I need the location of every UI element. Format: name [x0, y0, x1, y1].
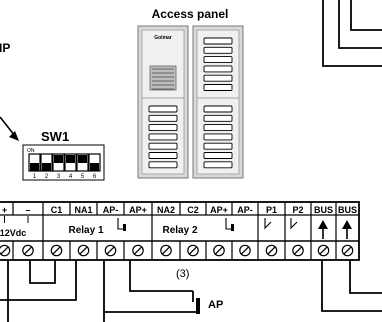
- wire-bus-bottom-a: [321, 260, 382, 312]
- panel-call-button: [203, 114, 233, 122]
- wire-loop-strap: [29, 260, 56, 284]
- terminal-label: +: [2, 205, 7, 215]
- terminal-label: BUS: [338, 205, 357, 215]
- dip-switch-lever: [78, 155, 87, 163]
- relay1-contact: [117, 218, 124, 230]
- terminal-label: AP-: [103, 205, 119, 215]
- panel-call-button: [148, 124, 178, 132]
- note-3-label: (3): [176, 268, 189, 280]
- relay1-contact-plate: [123, 224, 126, 231]
- panel-call-button: [203, 74, 233, 82]
- power-unit-label: 12Vdc: [0, 228, 26, 238]
- terminal-label: P1: [266, 205, 277, 215]
- wire-ap-plus: [129, 260, 193, 292]
- terminal-label: BUS: [314, 205, 333, 215]
- panel-call-button: [203, 84, 233, 91]
- dip-switch-lever: [30, 163, 39, 171]
- panel-call-button: [203, 142, 233, 150]
- panel-call-button: [148, 152, 178, 159]
- terminal-label: AP+: [129, 205, 147, 215]
- panel-speaker-grille: [149, 65, 177, 91]
- terminal-screw-slot: [161, 246, 171, 255]
- panel-module-face: [141, 29, 185, 175]
- ip-label: IP: [0, 41, 10, 55]
- dip-number-label: 4: [69, 174, 73, 180]
- terminal-label: P2: [292, 205, 303, 215]
- ap-button-label: AP: [208, 299, 223, 311]
- dip-number-label: 2: [45, 174, 49, 180]
- terminal-label: NA2: [157, 205, 175, 215]
- dip-on-label: ON: [27, 148, 35, 154]
- terminal-screw-slot: [293, 246, 303, 255]
- wire-bus-top-c: [350, 0, 382, 31]
- wire-relay-c1: [0, 260, 77, 301]
- dip-switch-lever: [66, 155, 75, 163]
- terminal-screw-slot: [79, 246, 88, 255]
- panel-call-button: [148, 161, 178, 169]
- panel-brand-logo: Golmar: [154, 35, 172, 41]
- terminal-label: C1: [51, 205, 63, 215]
- pointer-arrow-line: [0, 116, 16, 137]
- wire-bus-bottom-b: [349, 260, 382, 294]
- dip-switch-lever: [54, 155, 63, 163]
- panel-call-button: [203, 133, 233, 141]
- terminal-label: NA1: [74, 205, 92, 215]
- access-panel: Golmar: [137, 25, 244, 179]
- p1-contact: [264, 218, 272, 230]
- sw1-label: SW1: [41, 129, 69, 144]
- bus-arrow-head: [342, 220, 352, 229]
- ap-button-contact: [196, 298, 200, 314]
- panel-call-button: [203, 124, 233, 132]
- dip-number-label: 5: [81, 174, 85, 180]
- relay2-contact: [225, 218, 232, 230]
- terminal-screw-slot: [0, 246, 9, 255]
- wire-bus-top-a: [322, 0, 382, 67]
- terminal-screw-slot: [240, 246, 250, 255]
- panel-call-button: [203, 56, 233, 64]
- dip-switch-sw1: ON 1 2 3 4 5 6: [0, 116, 105, 181]
- diagram-labels: Access panel IP SW1 (3) AP: [0, 7, 228, 311]
- terminal-block: + – C1 NA1 AP- AP+ NA2 C2 AP+ AP- P1 P2 BUS BUS 12Vdc R…: [0, 201, 360, 261]
- panel-module-face: [196, 29, 240, 175]
- terminal-screw-slot: [319, 246, 328, 255]
- relay2-contact-plate: [231, 224, 234, 231]
- panel-call-button: [203, 152, 233, 159]
- dip-number-label: 3: [57, 174, 61, 180]
- dip-number-label: 1: [33, 174, 37, 180]
- relay1-label: Relay 1: [68, 225, 103, 236]
- terminal-screw-slot: [133, 246, 143, 255]
- wire-bus-top-b: [338, 0, 382, 49]
- dip-switch-lever: [90, 163, 99, 171]
- pointer-arrow-head: [9, 131, 19, 141]
- terminal-screw-slot: [188, 246, 198, 255]
- panel-call-button: [203, 46, 233, 54]
- panel-call-button: [203, 105, 233, 113]
- terminal-label: AP+: [210, 205, 228, 215]
- terminal-label: C2: [187, 205, 199, 215]
- panel-call-button: [203, 161, 233, 169]
- panel-call-button: [203, 37, 233, 45]
- access-panel-title: Access panel: [152, 7, 229, 21]
- terminal-screw-slot: [267, 246, 276, 255]
- relay2-label: Relay 2: [162, 225, 197, 236]
- terminal-label: –: [25, 205, 30, 215]
- panel-call-button: [148, 142, 178, 150]
- panel-call-button: [148, 133, 178, 141]
- terminal-screw-slot: [106, 246, 115, 255]
- panel-call-button: [203, 65, 233, 73]
- panel-call-button: [148, 114, 178, 122]
- terminal-screw-slot: [52, 246, 61, 255]
- dip-number-label: 6: [93, 174, 97, 180]
- terminal-screw-slot: [214, 246, 224, 255]
- bus-arrow-head: [318, 220, 328, 229]
- terminal-screw-slot: [23, 246, 33, 255]
- p2-contact: [290, 218, 298, 230]
- terminal-screw-slot: [343, 246, 352, 255]
- terminal-label: AP-: [237, 205, 253, 215]
- panel-call-button: [148, 105, 178, 113]
- dip-switch-lever: [42, 163, 51, 171]
